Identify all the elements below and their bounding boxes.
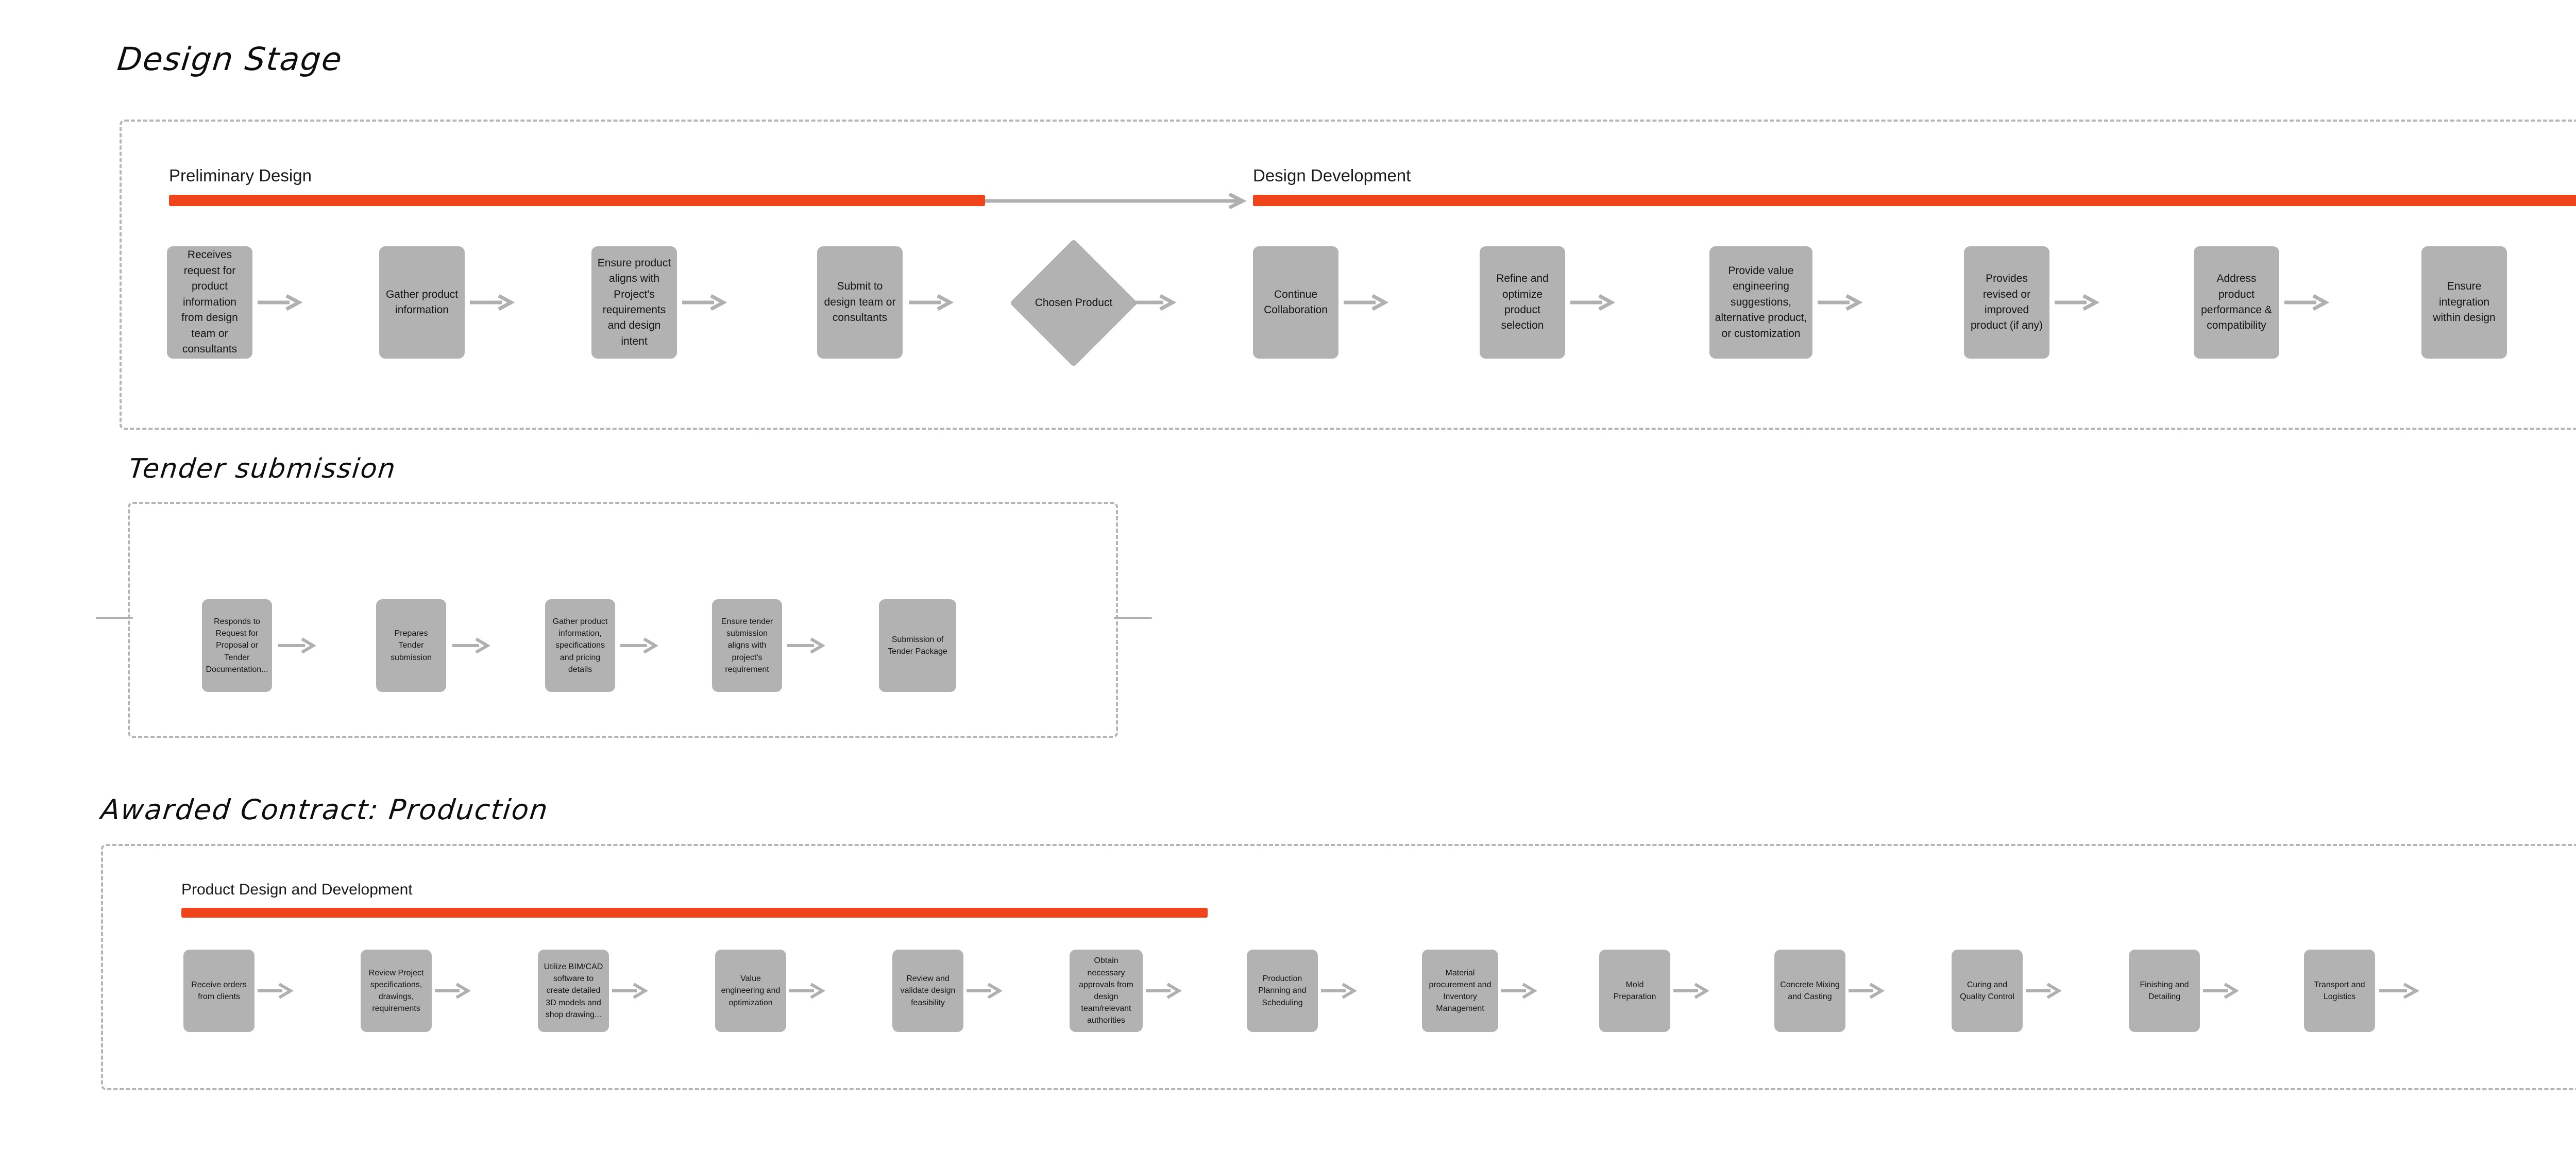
- arrow-dev-1: [1344, 294, 1389, 311]
- step-box-obtain-necessary-approvals[interactable]: Obtain necessary approvals from design t…: [1070, 950, 1143, 1032]
- arrow-prod-6: [1146, 983, 1182, 999]
- arrow-dev-3: [1818, 294, 1863, 311]
- lane-title-design-development: Design Development: [1253, 166, 1411, 185]
- step-box-gather-product-info-pricing[interactable]: Gather product information, specificatio…: [545, 599, 615, 692]
- step-box-value-engineering-and-optimization[interactable]: Value engineering and optimization: [715, 950, 786, 1032]
- lane-title-preliminary-design: Preliminary Design: [169, 166, 312, 185]
- lane-bar-product-design-and-development: [181, 908, 1208, 918]
- arrow-dev-4: [2055, 294, 2100, 311]
- step-box-receives-request[interactable]: Receives request for product information…: [167, 246, 252, 359]
- step-box-transport-and-logistics[interactable]: Transport and Logistics: [2304, 950, 2375, 1032]
- step-box-receive-orders-from-clients[interactable]: Receive orders from clients: [183, 950, 255, 1032]
- step-box-prepares-tender-submission[interactable]: Prepares Tender submission: [376, 599, 446, 692]
- step-box-review-and-validate-design-feasibility[interactable]: Review and validate design feasibility: [892, 950, 963, 1032]
- arrow-prod-12: [2203, 983, 2239, 999]
- lane-title-product-design-and-development: Product Design and Development: [181, 881, 413, 898]
- arrow-tender-1: [278, 637, 316, 654]
- arrow-prelim-2: [470, 294, 515, 311]
- group-awarded-contract-production: [101, 844, 2576, 1090]
- arrow-prod-11: [2026, 983, 2062, 999]
- step-box-finishing-and-detailing[interactable]: Finishing and Detailing: [2129, 950, 2200, 1032]
- step-box-review-project-specifications[interactable]: Review Project specifications, drawings,…: [361, 950, 432, 1032]
- group-design-stage: [120, 120, 2576, 430]
- step-box-gather-product-information[interactable]: Gather product information: [379, 246, 465, 359]
- lane-bar-preliminary-design: [169, 195, 985, 206]
- decision-chosen-product[interactable]: Chosen Product: [1009, 239, 1138, 367]
- arrow-dev-5: [2284, 294, 2330, 311]
- lane-connector-arrow: [985, 192, 1253, 210]
- step-box-material-procurement-inventory[interactable]: Material procurement and Inventory Manag…: [1422, 950, 1498, 1032]
- step-box-ensure-integration-within-design[interactable]: Ensure integration within design: [2421, 246, 2507, 359]
- arrow-prod-2: [435, 983, 471, 999]
- step-box-refine-and-optimize[interactable]: Refine and optimize product selection: [1480, 246, 1565, 359]
- step-box-concrete-mixing-and-casting[interactable]: Concrete Mixing and Casting: [1774, 950, 1845, 1032]
- step-box-utilize-bim-cad-software[interactable]: Utilize BIM/CAD software to create detai…: [538, 950, 609, 1032]
- step-box-provides-revised-product[interactable]: Provides revised or improved product (if…: [1964, 246, 2049, 359]
- step-box-address-product-performance[interactable]: Address product performance & compatibil…: [2194, 246, 2279, 359]
- step-box-submission-of-tender-package[interactable]: Submission of Tender Package: [879, 599, 956, 692]
- section-title-tender-submission: Tender submission: [127, 453, 398, 484]
- arrow-prod-7: [1321, 983, 1357, 999]
- arrow-prod-8: [1501, 983, 1537, 999]
- step-box-submit-to-design-team[interactable]: Submit to design team or consultants: [817, 246, 903, 359]
- arrow-prod-13-out: [2379, 983, 2420, 999]
- section-title-awarded-contract-production: Awarded Contract: Production: [99, 793, 550, 826]
- arrow-prod-5: [967, 983, 1003, 999]
- step-box-continue-collaboration[interactable]: Continue Collaboration: [1253, 246, 1338, 359]
- arrow-tender-3: [620, 637, 658, 654]
- arrow-tender-4: [787, 637, 825, 654]
- section-title-design-stage: Design Stage: [115, 40, 345, 78]
- arrow-prod-3: [612, 983, 648, 999]
- arrow-prod-9: [1673, 983, 1709, 999]
- step-box-production-planning-and-scheduling[interactable]: Production Planning and Scheduling: [1247, 950, 1318, 1032]
- tender-outbound-stub: [1114, 617, 1152, 619]
- arrow-prod-4: [789, 983, 825, 999]
- arrow-prelim-3: [682, 294, 727, 311]
- tender-inbound-stub: [96, 617, 133, 619]
- lane-bar-design-development: [1253, 195, 2576, 206]
- step-box-responds-to-rfp[interactable]: Responds to Request for Proposal or Tend…: [202, 599, 272, 692]
- step-box-ensure-product-aligns[interactable]: Ensure product aligns with Project's req…: [591, 246, 677, 359]
- step-box-mold-preparation[interactable]: Mold Preparation: [1599, 950, 1670, 1032]
- arrow-prod-10: [1849, 983, 1885, 999]
- arrow-prelim-4: [909, 294, 954, 311]
- decision-label: Chosen Product: [1035, 296, 1113, 309]
- step-box-ensure-tender-aligns[interactable]: Ensure tender submission aligns with pro…: [712, 599, 782, 692]
- arrow-prelim-1: [258, 294, 303, 311]
- step-box-provide-value-engineering[interactable]: Provide value engineering suggestions, a…: [1709, 246, 1812, 359]
- arrow-prod-1: [258, 983, 294, 999]
- group-tender-submission: [128, 502, 1118, 738]
- arrow-tender-2: [452, 637, 490, 654]
- arrow-dev-2: [1570, 294, 1616, 311]
- step-box-curing-and-quality-control[interactable]: Curing and Quality Control: [1952, 950, 2023, 1032]
- arrow-decision-out: [1131, 294, 1177, 311]
